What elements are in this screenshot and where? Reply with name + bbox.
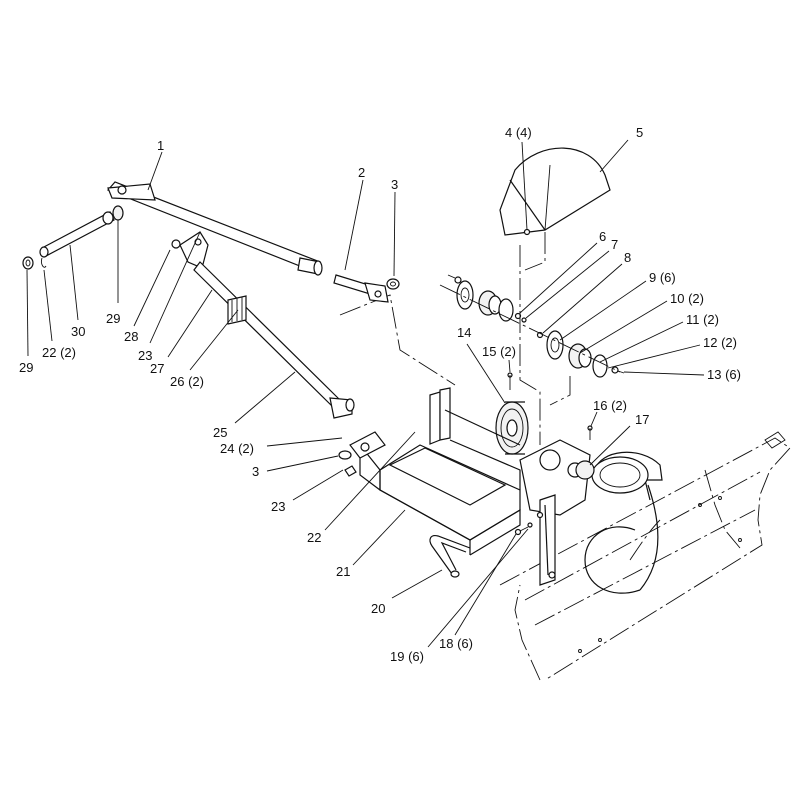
callout-3-upper: 3 — [391, 177, 398, 192]
callout-22: 22 — [307, 530, 321, 545]
callout-5: 5 — [636, 125, 643, 140]
callout-3-lower: 3 — [252, 464, 259, 479]
pulley-assembly — [495, 401, 595, 516]
callout-11: 11 (2) — [686, 312, 719, 327]
callout-13: 13 (6) — [707, 367, 741, 382]
callout-leaders — [26, 139, 705, 648]
callout-28: 28 — [124, 329, 138, 344]
hand-lever — [429, 535, 471, 578]
sub-frame — [338, 294, 556, 586]
callout-26: 26 (2) — [170, 374, 204, 389]
callout-18: 18 (6) — [439, 636, 473, 651]
callout-15: 15 (2) — [482, 344, 516, 359]
bearing-stack — [439, 274, 625, 378]
callout-20: 20 — [371, 601, 385, 616]
callout-9: 9 (6) — [649, 270, 676, 285]
lift-arm — [171, 231, 355, 419]
push-bar — [106, 181, 323, 276]
callout-8: 8 — [624, 250, 631, 265]
callout-14: 14 — [457, 325, 471, 340]
pivot-pin — [333, 274, 400, 303]
callout-29-left: 29 — [19, 360, 33, 375]
callout-23-upper: 23 — [138, 348, 152, 363]
callout-21: 21 — [336, 564, 350, 579]
callout-17: 17 — [635, 412, 649, 427]
callout-labels: 1 2 3 3 4 (4) 5 6 7 8 9 (6) 10 (2) 11 (2… — [19, 125, 741, 664]
callout-27: 27 — [150, 361, 164, 376]
callout-29-right: 29 — [106, 311, 120, 326]
callout-19: 19 (6) — [390, 649, 424, 664]
axle-assembly — [22, 205, 124, 270]
callout-23-lower: 23 — [271, 499, 285, 514]
callout-2: 2 — [358, 165, 365, 180]
auger-housing — [584, 451, 663, 594]
callout-16: 16 (2) — [593, 398, 627, 413]
callout-22-2: 22 (2) — [42, 345, 76, 360]
callout-10: 10 (2) — [670, 291, 704, 306]
callout-12: 12 (2) — [703, 335, 737, 350]
callout-4: 4 (4) — [505, 125, 532, 140]
callout-6: 6 — [599, 229, 606, 244]
callout-25: 25 — [213, 425, 227, 440]
callout-7: 7 — [611, 237, 618, 252]
callout-30: 30 — [71, 324, 85, 339]
plow-blade — [499, 431, 791, 681]
callout-24: 24 (2) — [220, 441, 254, 456]
hardware-bolts — [507, 372, 593, 579]
callout-1: 1 — [157, 138, 164, 153]
